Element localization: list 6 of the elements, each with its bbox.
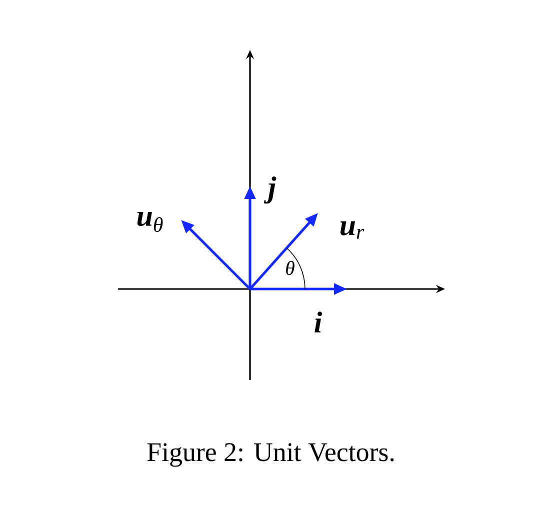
math-label: j bbox=[264, 176, 276, 204]
math-label: u$_{r}$ bbox=[340, 221, 364, 239]
math-label: i bbox=[314, 312, 322, 332]
caption: Figure 2: Unit Vectors. bbox=[147, 443, 394, 467]
math-label: u$_{θ}$ bbox=[137, 212, 163, 232]
math-label: θ bbox=[286, 260, 294, 276]
